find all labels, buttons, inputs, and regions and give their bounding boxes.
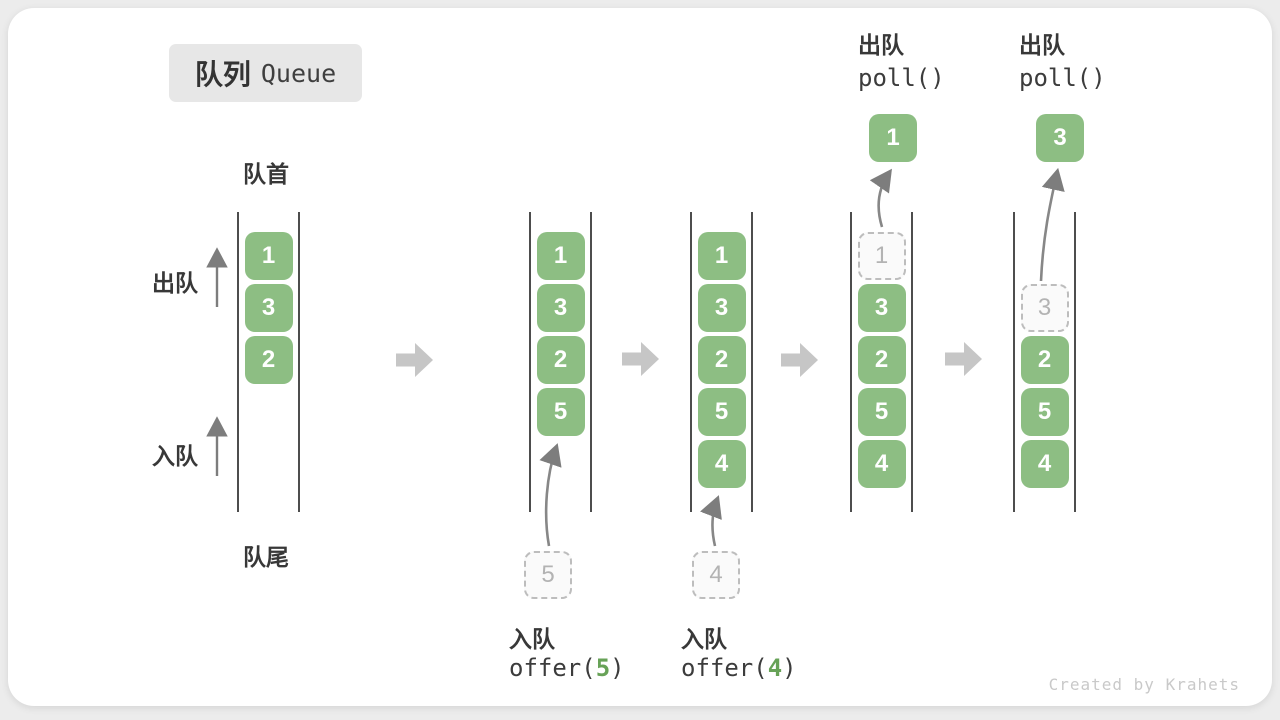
queue-item: 5 <box>697 388 746 436</box>
queue-rail-right <box>751 212 753 512</box>
title-zh: 队列 <box>194 59 251 90</box>
queue-rail-right <box>911 212 913 512</box>
queue-rail-left <box>850 212 852 512</box>
queue-front-label: 队首 <box>243 161 289 187</box>
queue-item: 5 <box>536 388 585 436</box>
enqueue-side-label: 入队 <box>152 443 198 469</box>
code-arg: 5 <box>595 654 611 682</box>
queue-item: 2 <box>697 336 746 384</box>
queue-item-dashed: 3 <box>1020 284 1069 332</box>
queue-rail-right <box>590 212 592 512</box>
code-text: offer( <box>509 654 596 682</box>
queue-rail-left <box>690 212 692 512</box>
dequeue-side-label: 出队 <box>152 270 198 296</box>
queue-rail-left <box>1013 212 1015 512</box>
queue-item: 2 <box>1020 336 1069 384</box>
code-text: ) <box>782 654 797 682</box>
dequeue-op-code: poll() <box>1019 64 1106 92</box>
popped-item: 1 <box>869 114 917 162</box>
queue-item: 2 <box>244 336 293 384</box>
queue-rear-label: 队尾 <box>243 544 289 570</box>
title-en: Queue <box>260 58 337 88</box>
queue-item: 4 <box>857 440 906 488</box>
queue-item: 4 <box>1020 440 1069 488</box>
incoming-item: 5 <box>524 551 572 599</box>
credit-text: Created by Krahets <box>1048 675 1240 694</box>
queue-item: 3 <box>697 284 746 332</box>
queue-item: 3 <box>244 284 293 332</box>
code-text: offer( <box>681 654 768 682</box>
title-badge: 队列 Queue <box>169 44 362 102</box>
enqueue-op-code: offer(4) <box>681 654 797 682</box>
queue-rail-left <box>529 212 531 512</box>
incoming-item: 4 <box>692 551 740 599</box>
popped-item: 3 <box>1036 114 1084 162</box>
enqueue-op-label: 入队 <box>681 626 727 652</box>
queue-item: 5 <box>857 388 906 436</box>
dequeue-op-label: 出队 <box>858 32 904 58</box>
dequeue-op-label: 出队 <box>1019 32 1065 58</box>
diagram-card <box>8 8 1272 706</box>
queue-rail-left <box>237 212 239 512</box>
queue-rail-right <box>298 212 300 512</box>
queue-item: 1 <box>536 232 585 280</box>
queue-item: 3 <box>857 284 906 332</box>
queue-item: 3 <box>536 284 585 332</box>
queue-item: 1 <box>244 232 293 280</box>
queue-item: 2 <box>857 336 906 384</box>
queue-item: 5 <box>1020 388 1069 436</box>
queue-rail-right <box>1074 212 1076 512</box>
queue-item: 1 <box>697 232 746 280</box>
code-arg: 4 <box>767 654 783 682</box>
code-text: ) <box>610 654 625 682</box>
enqueue-op-label: 入队 <box>509 626 555 652</box>
enqueue-op-code: offer(5) <box>509 654 625 682</box>
queue-item: 2 <box>536 336 585 384</box>
dequeue-op-code: poll() <box>858 64 945 92</box>
queue-item-dashed: 1 <box>857 232 906 280</box>
queue-item: 4 <box>697 440 746 488</box>
